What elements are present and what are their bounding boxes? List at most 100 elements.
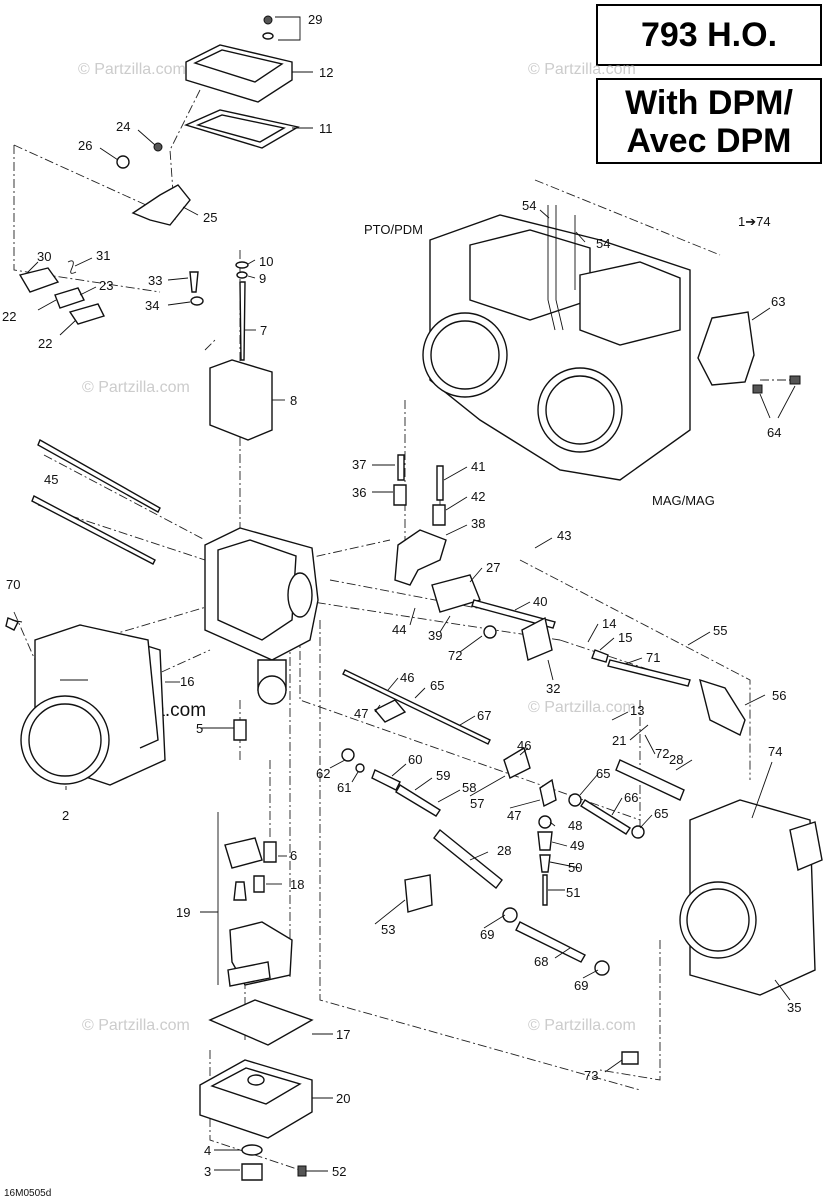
screw-part-59 bbox=[395, 784, 441, 817]
callout-69: 69 bbox=[574, 978, 588, 993]
part-49 bbox=[537, 831, 553, 851]
washer-part-26 bbox=[116, 155, 130, 169]
link-part-22 bbox=[68, 303, 105, 325]
leader-lines bbox=[11, 16, 796, 1172]
watermark: © Partzilla.com bbox=[82, 1017, 190, 1034]
callout-16: 16 bbox=[180, 674, 194, 689]
needle-part-51 bbox=[542, 874, 548, 906]
callout-70: 70 bbox=[6, 577, 20, 592]
callout-33: 33 bbox=[148, 273, 162, 288]
spring-part-31 bbox=[67, 260, 77, 274]
callout-60: 60 bbox=[408, 752, 422, 767]
float-assembly-part-19 bbox=[224, 837, 293, 987]
callout-39: 39 bbox=[428, 628, 442, 643]
variant-title-line-2: Avec DPM bbox=[626, 122, 792, 160]
callout-47: 47 bbox=[354, 706, 368, 721]
callout-18: 18 bbox=[290, 877, 304, 892]
clamp-part-69 bbox=[594, 960, 610, 976]
callout-49: 49 bbox=[570, 838, 584, 853]
callout-28: 28 bbox=[497, 843, 511, 858]
label-mag: MAG/MAG bbox=[652, 493, 715, 508]
callout-6: 6 bbox=[290, 848, 297, 863]
callout-28: 28 bbox=[669, 752, 683, 767]
callout-59: 59 bbox=[436, 768, 450, 783]
screw-part-64 bbox=[789, 375, 801, 385]
carb-mag-part-35 bbox=[679, 799, 823, 996]
callout-10: 10 bbox=[259, 254, 273, 269]
callout-73: 73 bbox=[584, 1068, 598, 1083]
callout-22: 22 bbox=[38, 336, 52, 351]
variant-title-line-1: With DPM/ bbox=[625, 84, 793, 122]
watermark: © Partzilla.com bbox=[82, 379, 190, 396]
washer-part-72 bbox=[483, 625, 497, 639]
callout-labels: 29 12 11 24 26 25 30 31 23 22 22 10 9 33… bbox=[2, 12, 801, 1199]
gasket-part-11 bbox=[183, 109, 300, 149]
callout-38: 38 bbox=[471, 516, 485, 531]
callout-23: 23 bbox=[99, 278, 113, 293]
sleeve-part-28 bbox=[615, 759, 685, 801]
callout-14: 14 bbox=[602, 616, 616, 631]
rod-part-67 bbox=[342, 669, 491, 745]
drawing-code: 16M0505d bbox=[4, 1188, 51, 1199]
nut-part-24 bbox=[153, 142, 163, 152]
callout-53: 53 bbox=[381, 922, 395, 937]
callout-72: 72 bbox=[448, 648, 462, 663]
lever-part-25 bbox=[131, 184, 191, 226]
washer-part-61 bbox=[355, 763, 365, 773]
callout-69: 69 bbox=[480, 927, 494, 942]
callout-37: 37 bbox=[352, 457, 366, 472]
callout-11: 11 bbox=[319, 121, 333, 136]
callout-47: 47 bbox=[507, 808, 521, 823]
callout-44: 44 bbox=[392, 622, 406, 637]
callout-27: 27 bbox=[486, 560, 500, 575]
link-part-22 bbox=[18, 267, 60, 293]
watermark: © Partzilla.com bbox=[528, 61, 636, 78]
screw-part-41 bbox=[436, 465, 444, 501]
screw-part-71 bbox=[607, 659, 691, 687]
assembly-lines bbox=[13, 89, 800, 1171]
screw-part-33 bbox=[189, 271, 199, 293]
screw-part-37 bbox=[397, 454, 405, 481]
model-title: 793 H.O. bbox=[640, 16, 778, 54]
jet-part-6 bbox=[263, 841, 277, 863]
callout-34: 34 bbox=[145, 298, 159, 313]
callout-12: 12 bbox=[319, 65, 333, 80]
slide-part-8 bbox=[209, 359, 273, 441]
callout-61: 61 bbox=[337, 780, 351, 795]
callout-66: 66 bbox=[624, 790, 638, 805]
gasket-part-16 bbox=[79, 624, 159, 749]
callout-26: 26 bbox=[78, 138, 92, 153]
callout-64: 64 bbox=[767, 425, 781, 440]
callout-3: 3 bbox=[204, 1164, 211, 1179]
callout-4: 4 bbox=[204, 1143, 211, 1158]
callout-65: 65 bbox=[430, 678, 444, 693]
bracket-part-56 bbox=[699, 678, 746, 736]
spring-part-27 bbox=[431, 574, 481, 613]
callout-57: 57 bbox=[470, 796, 484, 811]
watermark: © Partzilla.com bbox=[528, 699, 636, 716]
gasket-part-17 bbox=[208, 999, 314, 1046]
callout-42: 42 bbox=[471, 489, 485, 504]
callout-20: 20 bbox=[336, 1091, 350, 1106]
callout-15: 15 bbox=[618, 630, 632, 645]
spring-part-50 bbox=[539, 854, 551, 873]
part-48 bbox=[538, 815, 552, 829]
callout-5: 5 bbox=[196, 721, 203, 736]
callout-45: 45 bbox=[44, 472, 58, 487]
callout-56: 56 bbox=[772, 688, 786, 703]
spring-part-15 bbox=[591, 649, 609, 663]
callout-65: 65 bbox=[654, 806, 668, 821]
bolt-part-45 bbox=[37, 438, 161, 513]
callout-32: 32 bbox=[546, 681, 560, 696]
carb-body bbox=[204, 527, 319, 705]
lever-part-47 bbox=[373, 699, 407, 723]
callout-51: 51 bbox=[566, 885, 580, 900]
callout-52: 52 bbox=[332, 1164, 346, 1179]
o-ring-part-4 bbox=[241, 1144, 263, 1156]
callout-30: 30 bbox=[37, 249, 51, 264]
callout-31: 31 bbox=[96, 248, 110, 263]
needle-part-7 bbox=[239, 281, 246, 361]
label-pto: PTO/PDM bbox=[364, 222, 423, 237]
callout-50: 50 bbox=[568, 860, 582, 875]
link-part-23 bbox=[54, 287, 85, 309]
